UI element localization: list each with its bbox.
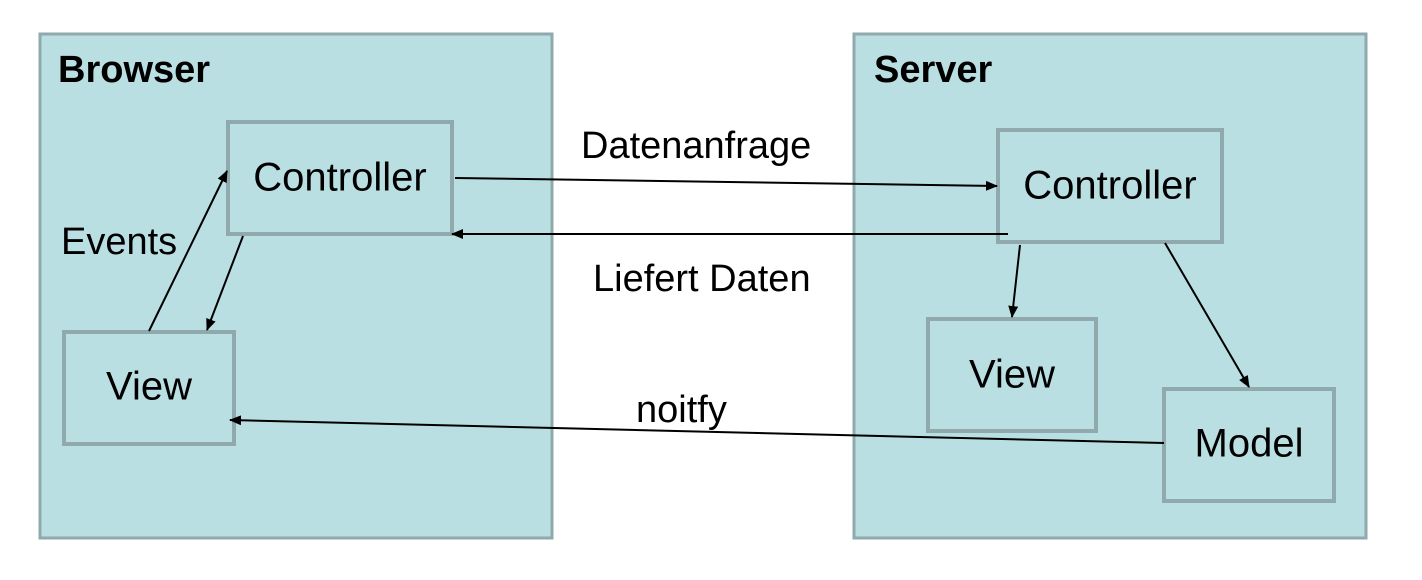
browser-view-node: View	[62, 330, 236, 446]
edge-label-notify: noitfy	[636, 389, 727, 431]
edge-label-response: Liefert Daten	[593, 258, 811, 300]
arrow-notify	[229, 415, 1165, 444]
server-controller-label: Controller	[1023, 164, 1196, 208]
browser-container-box	[38, 32, 554, 540]
server-view-label: View	[969, 353, 1055, 397]
edge-label-request: Datenanfrage	[581, 125, 811, 167]
arrow-controller-to-view	[206, 235, 244, 331]
server-container: Server	[852, 32, 1368, 540]
arrow-server-controller-to-view	[1008, 244, 1021, 318]
arrow-view-to-controller	[148, 170, 228, 332]
edge-label-events: Events	[61, 221, 177, 263]
browser-view-label: View	[106, 365, 192, 409]
browser-view-box	[62, 330, 236, 446]
browser-controller-node: Controller	[226, 120, 454, 236]
server-view-box	[926, 317, 1098, 433]
browser-controller-box	[226, 120, 454, 236]
server-controller-box	[996, 128, 1224, 244]
browser-container: Browser	[38, 32, 554, 540]
server-model-box	[1162, 387, 1336, 503]
arrow-request	[454, 177, 998, 191]
arrow-server-controller-to-model	[1164, 242, 1250, 388]
server-view-node: View	[926, 317, 1098, 433]
server-title: Server	[874, 49, 993, 91]
browser-controller-label: Controller	[253, 156, 426, 200]
server-model-label: Model	[1195, 422, 1304, 466]
browser-title: Browser	[58, 49, 210, 91]
server-controller-node: Controller	[996, 128, 1224, 244]
server-model-node: Model	[1162, 387, 1336, 503]
